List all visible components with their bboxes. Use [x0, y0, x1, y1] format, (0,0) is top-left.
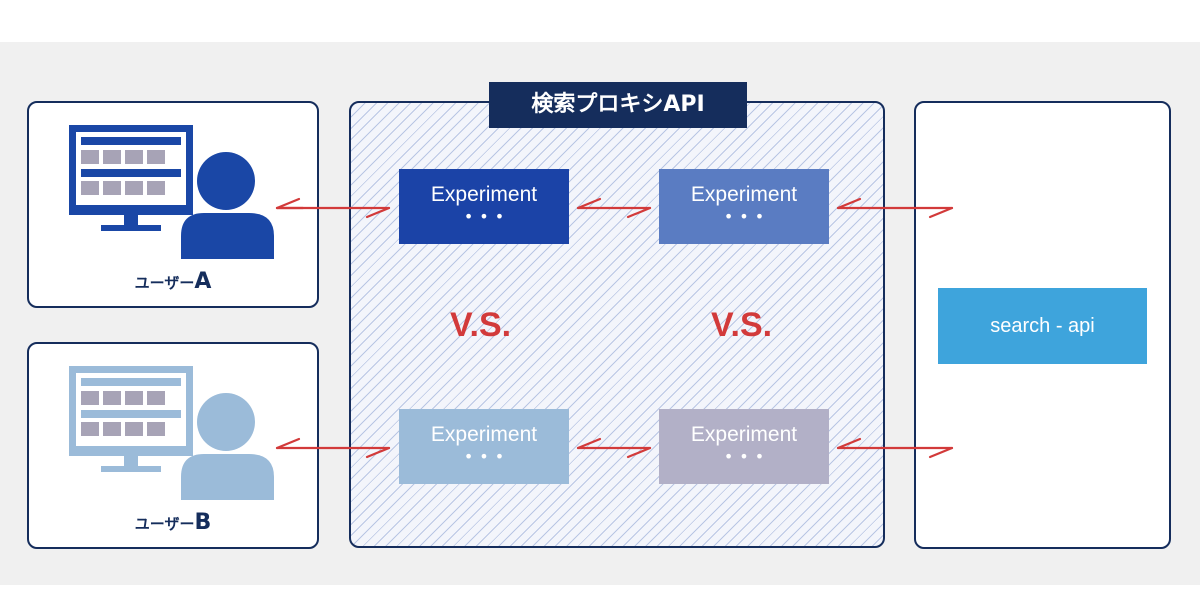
experiment-label: Experiment [690, 423, 798, 446]
user-a-label-prefix: ユーザー [134, 274, 195, 292]
bidirectional-arrow-icon [576, 197, 652, 219]
user-a-box: ユーザーA [27, 101, 319, 308]
user-b-label: ユーザーB [29, 510, 317, 535]
bidirectional-arrow-icon [836, 197, 954, 219]
experiment-label: Experiment [690, 183, 798, 206]
experiment-a2: Experiment ••• [659, 169, 829, 244]
user-a-label: ユーザーA [29, 269, 317, 294]
ellipsis-icon: ••• [463, 207, 511, 226]
bidirectional-arrow-icon [275, 437, 391, 459]
user-a-label-letter: A [194, 269, 212, 294]
experiment-b1: Experiment ••• [399, 409, 569, 484]
desktop-monitor-icon [69, 366, 193, 472]
vs-label-right: V.S. [711, 306, 773, 344]
user-b-label-letter: B [194, 510, 212, 535]
user-b-box: ユーザーB [27, 342, 319, 549]
experiment-b2: Experiment ••• [659, 409, 829, 484]
bidirectional-arrow-icon [275, 197, 391, 219]
user-b-label-prefix: ユーザー [134, 515, 195, 533]
experiment-a1: Experiment ••• [399, 169, 569, 244]
ellipsis-icon: ••• [723, 207, 771, 226]
bidirectional-arrow-icon [576, 437, 652, 459]
user-b-person-icon [181, 393, 274, 500]
vs-label-left: V.S. [450, 306, 512, 344]
user-a-person-icon [181, 152, 274, 259]
desktop-monitor-icon [69, 125, 193, 231]
ellipsis-icon: ••• [723, 447, 771, 466]
ellipsis-icon: ••• [463, 447, 511, 466]
bidirectional-arrow-icon [836, 437, 954, 459]
experiment-label: Experiment [430, 183, 538, 206]
search-api-box: search - api [938, 288, 1147, 364]
proxy-title: 検索プロキシAPI [489, 82, 747, 128]
experiment-label: Experiment [430, 423, 538, 446]
